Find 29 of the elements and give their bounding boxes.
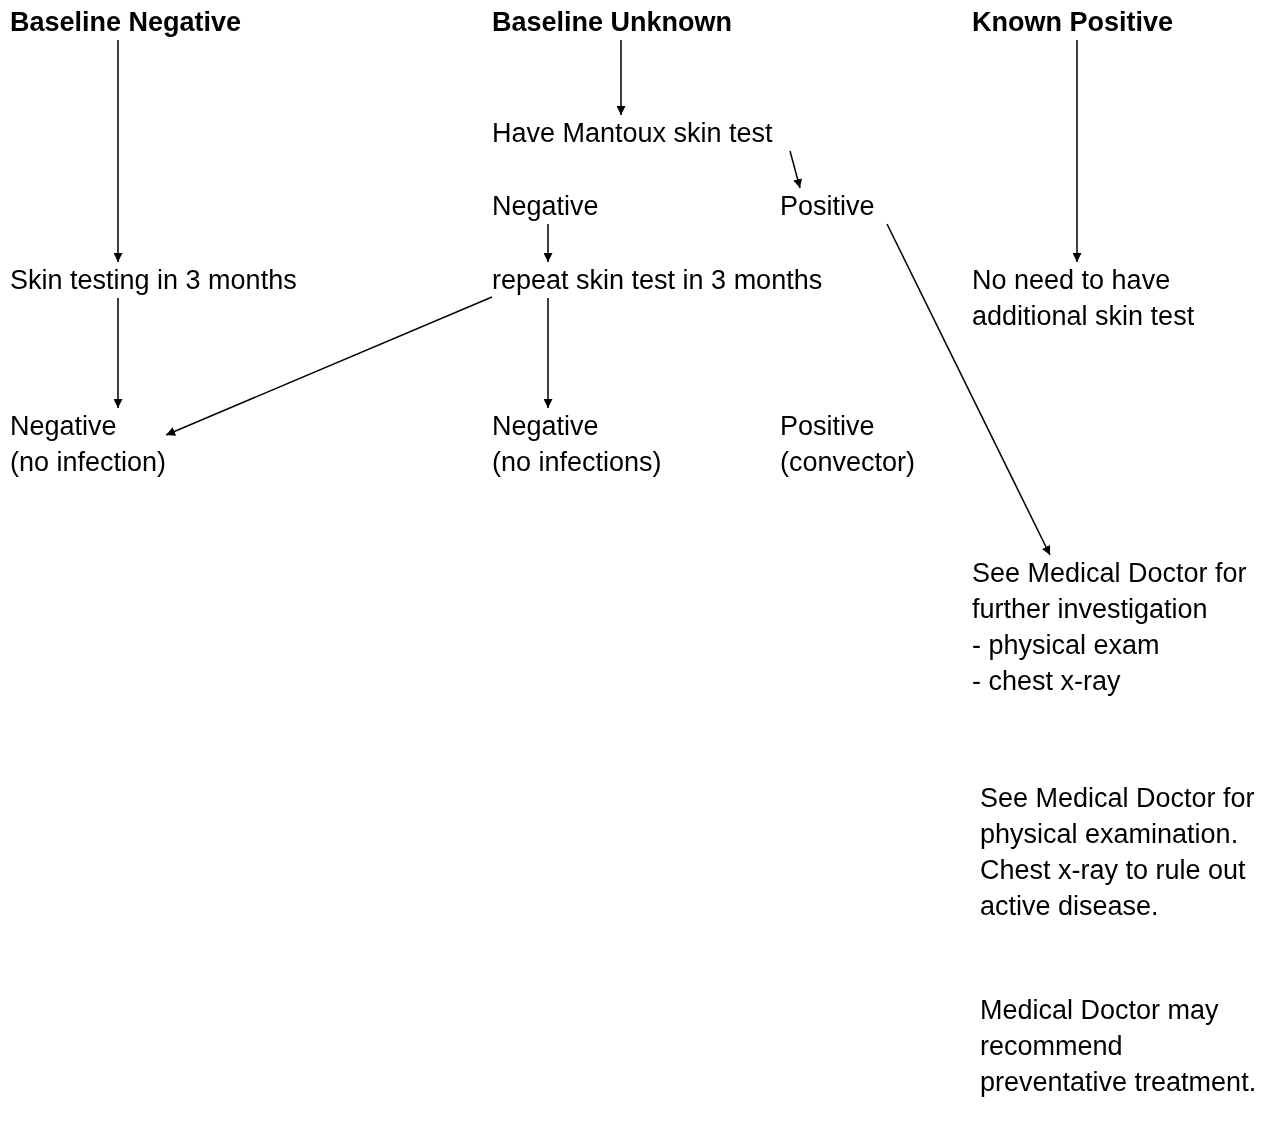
column-heading: Known Positive <box>972 6 1174 39</box>
arrow <box>165 296 493 436</box>
step-text: Negative <box>492 410 600 443</box>
step-text: - chest x-ray <box>972 665 1122 698</box>
step-text: (no infection) <box>10 446 167 479</box>
arrow <box>886 223 1051 556</box>
step-text: repeat skin test in 3 months <box>492 264 823 297</box>
note-text: See Medical Doctor for physical examination. Chest x-ray to rule out active disease. <box>980 782 1256 923</box>
arrow <box>113 297 123 409</box>
arrow <box>543 297 553 409</box>
arrow <box>789 150 802 189</box>
arrow <box>616 39 626 116</box>
arrow <box>113 39 123 263</box>
step-text: Positive <box>780 410 876 443</box>
step-text: Negative <box>10 410 118 443</box>
column-heading: Baseline Unknown <box>492 6 733 39</box>
step-text: Skin testing in 3 months <box>10 264 297 297</box>
step-text: No need to have additional skin test <box>972 264 1196 333</box>
arrow <box>543 223 553 263</box>
step-text: Have Mantoux skin test <box>492 117 773 150</box>
note-text: Medical Doctor may recommend preventative treatment. <box>980 994 1258 1099</box>
arrow <box>1072 39 1082 263</box>
step-text: Negative <box>492 190 599 223</box>
step-text: - physical exam <box>972 629 1161 662</box>
step-text: (no infections) <box>492 446 662 479</box>
step-text: (convector) <box>780 446 916 479</box>
column-heading: Baseline Negative <box>10 6 242 39</box>
step-text: See Medical Doctor for further investigation <box>972 557 1248 626</box>
step-text: Positive <box>780 190 875 223</box>
